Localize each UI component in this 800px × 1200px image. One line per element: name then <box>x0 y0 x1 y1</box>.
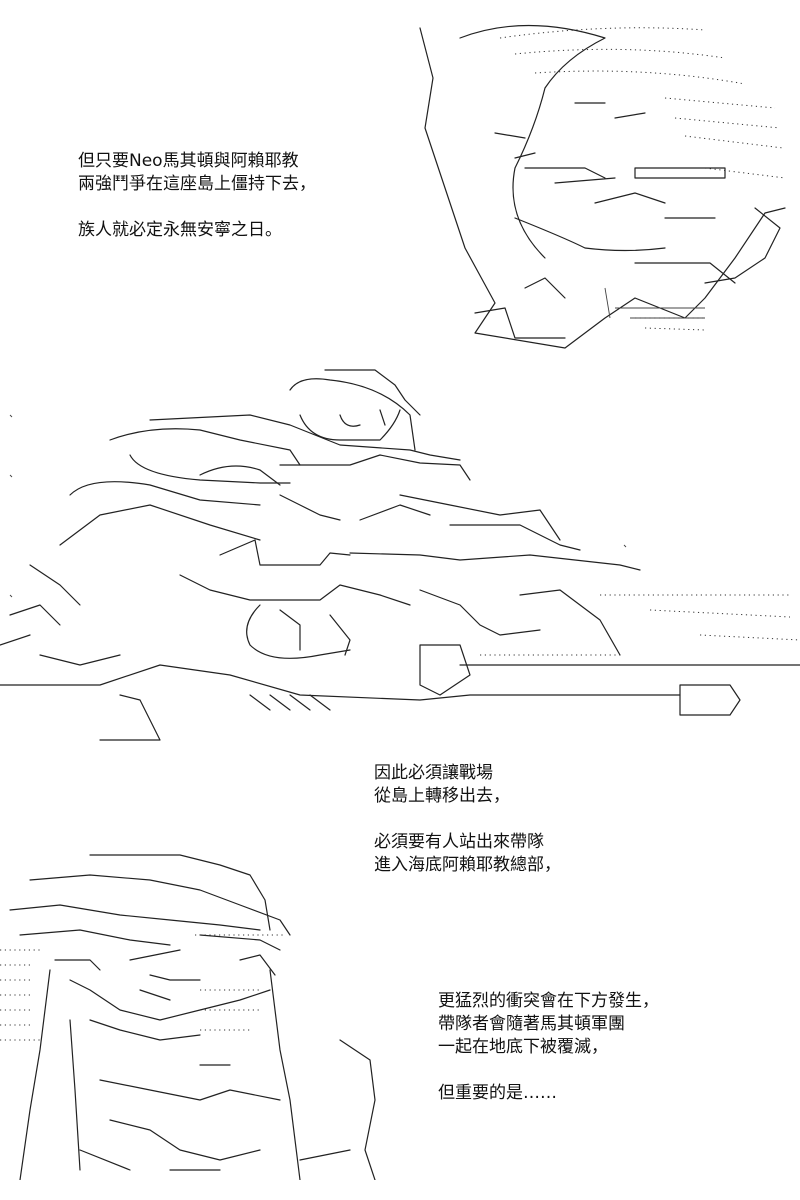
caption-top-line-3: 族人就必定永無安寧之日。 <box>78 220 282 240</box>
caption-bottom-line-1: 更猛烈的衝突會在下方發生， <box>438 991 659 1011</box>
caption-bottom-line-4: 但重要的是…… <box>438 1083 557 1103</box>
caption-middle-line-1: 因此必須讓戰場 <box>374 763 493 783</box>
warrior-with-spear-ascii-art <box>0 355 800 750</box>
caption-middle-line-3: 必須要有人站出來帶隊 <box>374 832 544 852</box>
hooded-face-ascii-art <box>405 18 795 353</box>
caption-bottom-line-3: 一起在地底下被覆滅， <box>438 1037 608 1057</box>
caption-top-line-2: 兩強鬥爭在這座島上僵持下去， <box>78 174 316 194</box>
caption-middle-line-4: 進入海底阿賴耶教總部， <box>374 855 561 875</box>
caption-top: 但只要Neo馬其頓與阿賴耶教 兩強鬥爭在這座島上僵持下去， 族人就必定永無安寧之… <box>78 150 316 242</box>
caption-bottom-line-2: 帶隊者會隨著馬其頓軍團 <box>438 1014 625 1034</box>
caption-middle-line-2: 從島上轉移出去， <box>374 786 510 806</box>
caption-top-line-1: 但只要Neo馬其頓與阿賴耶教 <box>78 151 299 171</box>
character-bust-ascii-art <box>0 850 385 1180</box>
caption-middle: 因此必須讓戰場 從島上轉移出去， 必須要有人站出來帶隊 進入海底阿賴耶教總部， <box>374 762 561 877</box>
caption-bottom: 更猛烈的衝突會在下方發生， 帶隊者會隨著馬其頓軍團 一起在地底下被覆滅， 但重要… <box>438 990 659 1105</box>
